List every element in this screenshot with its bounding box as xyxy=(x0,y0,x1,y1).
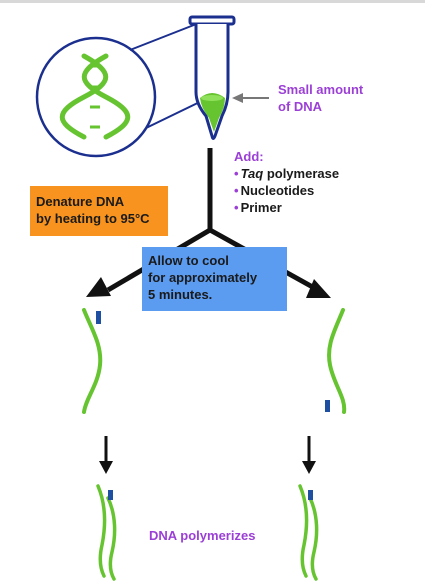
left-single-strand xyxy=(82,308,103,414)
denature-step-box: Denature DNA by heating to 95°C xyxy=(30,186,168,236)
item-text: Nucleotides xyxy=(240,183,315,198)
cool-line1: Allow to cool xyxy=(148,253,229,268)
magnified-dna-circle xyxy=(35,22,211,158)
bullet: • xyxy=(234,183,239,198)
cool-step-box: Allow to cool for approximately 5 minute… xyxy=(142,247,287,311)
dna-polymerizes-label: DNA polymerizes xyxy=(149,528,256,543)
denature-line1: Denature DNA xyxy=(36,194,125,209)
down-arrow-icon xyxy=(302,436,316,474)
add-reagents-list: Add: •Taq polymerase •Nucleotides •Prime… xyxy=(234,148,339,216)
list-item: •Primer xyxy=(234,199,339,216)
small-amount-line1: Small amount xyxy=(278,82,364,97)
left-polymerizing-strands xyxy=(96,484,117,581)
right-arrowhead-icon xyxy=(306,279,331,298)
add-title: Add: xyxy=(234,149,264,164)
right-single-strand xyxy=(325,308,347,414)
primer-mark xyxy=(96,311,101,324)
right-polymerizing-strands xyxy=(298,484,319,581)
taq-emphasis: Taq xyxy=(240,166,264,181)
small-amount-line2: of DNA xyxy=(278,99,323,114)
bullet: • xyxy=(234,166,239,181)
list-item: •Nucleotides xyxy=(234,182,339,199)
bullet: • xyxy=(234,200,239,215)
small-amount-label: Small amount of DNA xyxy=(278,81,363,115)
denature-line2: by heating to 95°C xyxy=(36,211,150,226)
list-item: •Taq polymerase xyxy=(234,165,339,182)
top-divider xyxy=(0,0,425,3)
pointer-arrow-icon xyxy=(232,93,269,103)
double-helix-icon xyxy=(60,53,130,140)
primer-mark xyxy=(308,490,313,500)
primer-mark xyxy=(325,400,330,412)
item-text: polymerase xyxy=(263,166,340,181)
primer-mark xyxy=(108,490,113,500)
down-arrow-icon xyxy=(99,436,113,474)
left-arrowhead-icon xyxy=(86,277,111,297)
cool-line2: for approximately xyxy=(148,270,258,285)
cool-line3: 5 minutes. xyxy=(148,287,213,302)
test-tube-icon xyxy=(188,15,236,140)
item-text: Primer xyxy=(240,200,282,215)
